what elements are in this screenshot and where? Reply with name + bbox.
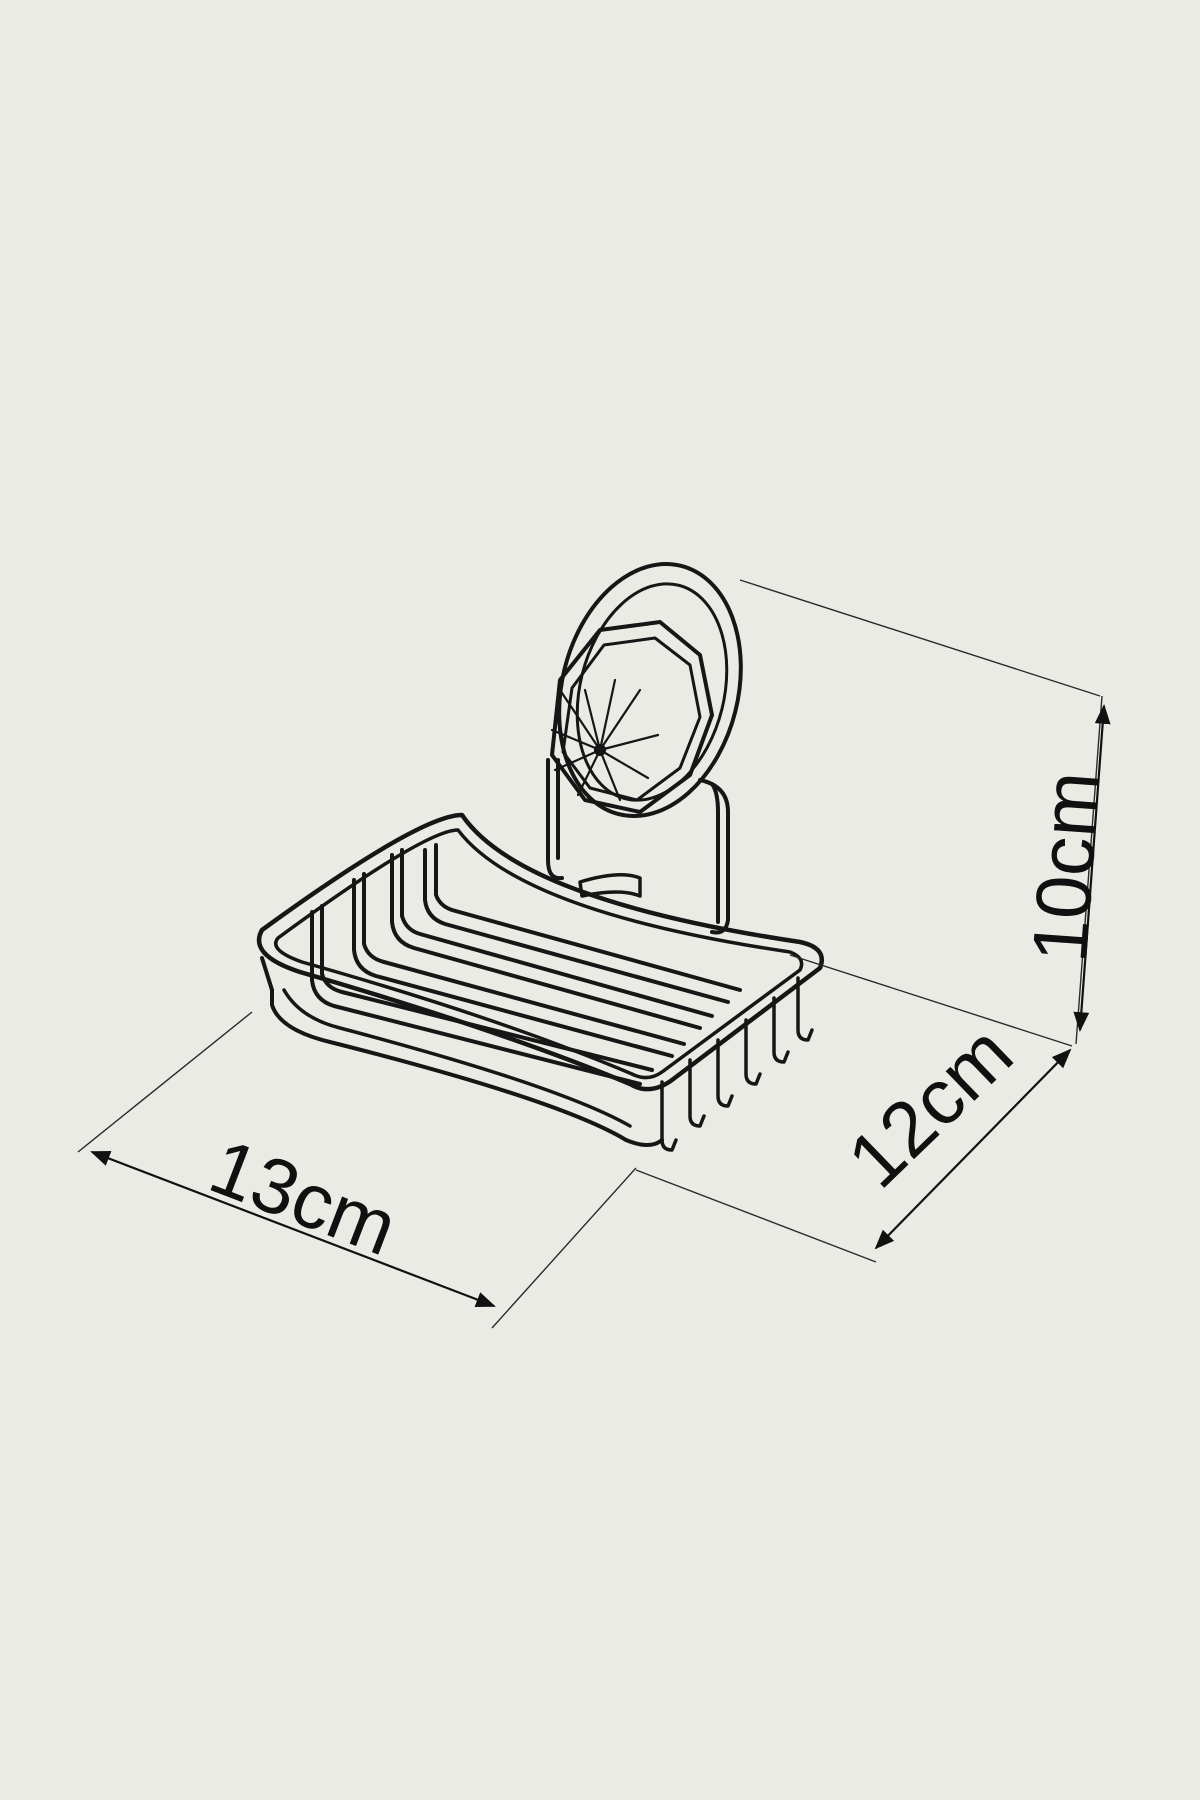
- basket-rim: [256, 812, 824, 1092]
- basket-bars: [310, 843, 742, 1086]
- width-dimension-arrow: [90, 1150, 496, 1308]
- knob-icon: [550, 620, 714, 814]
- hanger-wire: [546, 758, 730, 935]
- soap-basket-illustration: [256, 561, 824, 1152]
- height-dimension-arrow: [1073, 704, 1111, 1032]
- height-label: 10cm: [1015, 769, 1116, 965]
- depth-dimension-arrow: [874, 1048, 1072, 1250]
- basket-base: [260, 956, 664, 1147]
- dimension-lines: [77, 579, 1111, 1329]
